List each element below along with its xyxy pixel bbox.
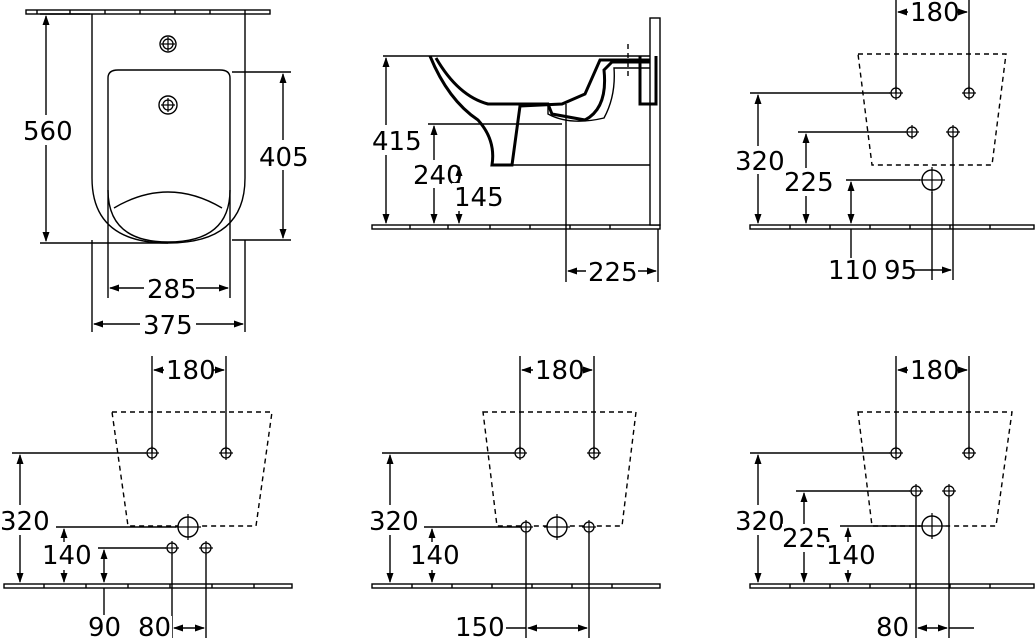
side-view: 415 240 145 225 [370, 17, 661, 288]
wall-2-dim-height-bolts: 320 [0, 452, 146, 583]
top-view: 560 405 285 375 [18, 9, 310, 341]
wall-4-dim-spacing-top-label: 180 [910, 356, 960, 386]
wall-2-dim-height-low: 140 [40, 526, 176, 583]
wall-2-dim-height-floor-label: 90 [88, 613, 121, 638]
wall-3-dim-height-bolts: 320 [368, 452, 514, 583]
wall-view-1: 180 320 225 110 95 [734, 0, 1035, 286]
side-dim-height-rim: 415 [370, 57, 422, 224]
side-dim-height-rim-label: 415 [372, 127, 422, 157]
wall-4-dim-height-mid-label: 225 [782, 524, 832, 554]
wall-2-drain [174, 513, 202, 541]
wall-4-dim-height-bolts-label: 320 [735, 507, 785, 537]
wall-3-supply-left [518, 519, 534, 535]
wall-1-dim-spacing-top: 180 [895, 0, 970, 93]
wall-4-dim-spacing-low-label: 80 [876, 613, 909, 638]
wall-1-dim-height-mid: 225 [782, 131, 906, 224]
wall-3-dim-spacing-low-label: 150 [455, 613, 505, 638]
wall-1-drain [918, 166, 946, 194]
wall-view-4-outline [857, 411, 1013, 527]
wall-1-dim-height-bolts-label: 320 [735, 147, 785, 177]
wall-view-1-outline [857, 53, 1007, 166]
wall-4-dim-height-mid: 225 [782, 490, 910, 583]
wall-view-2-outline [111, 411, 273, 527]
wall-1-dim-height-mid-label: 225 [784, 168, 834, 198]
wall-4-drain [918, 512, 946, 540]
wall-1-dim-spacing-top-label: 180 [910, 0, 960, 28]
wall-4-supply-left [908, 483, 924, 499]
side-dim-depth-label: 225 [588, 258, 638, 288]
wall-3-dim-spacing-top: 180 [519, 356, 595, 453]
wall-2-dim-spacing-top: 180 [151, 356, 227, 453]
wall-view-4: 180 320 225 140 80 [734, 356, 1035, 638]
wall-2-supply-right [198, 540, 214, 556]
wall-3-dim-spacing-top-label: 180 [535, 356, 585, 386]
wall-3-dim-height-low: 140 [408, 526, 520, 583]
side-dim-height-low: 145 [452, 166, 504, 224]
wall-1-dim-offset: 95 [884, 138, 954, 286]
top-dim-length-inner: 405 [232, 71, 310, 241]
top-dim-length-inner-label: 405 [259, 143, 309, 173]
side-dim-height-low-label: 145 [454, 183, 504, 213]
wall-4-dim-height-bolts: 320 [734, 452, 890, 583]
wall-3-dim-spacing-low: 150 [454, 533, 590, 638]
wall-1-supply-left [904, 124, 920, 140]
top-dim-length-outer: 560 [18, 13, 168, 244]
top-dim-width-inner-label: 285 [147, 275, 197, 305]
wall-2-dim-height-low-label: 140 [42, 541, 92, 571]
wall-4-dim-height-low-label: 140 [826, 541, 876, 571]
wall-1-dim-height-low-label: 110 [828, 256, 878, 286]
top-dim-width-outer: 375 [91, 240, 246, 341]
wall-3-dim-height-low-label: 140 [410, 541, 460, 571]
wall-1-dim-height-bolts: 320 [734, 92, 890, 224]
wall-4-dim-spacing-top: 180 [895, 356, 970, 453]
wall-2-dim-height-bolts-label: 320 [0, 507, 50, 537]
top-dim-length-outer-label: 560 [23, 117, 73, 147]
wall-4-supply-right [941, 483, 957, 499]
wall-view-3-outline [482, 411, 637, 527]
wall-3-supply-right [581, 519, 597, 535]
wall-3-drain [543, 513, 571, 541]
wall-3-dim-height-bolts-label: 320 [369, 507, 419, 537]
wall-2-dim-spacing-low: 80 [138, 554, 207, 638]
wall-view-2: 180 320 140 90 80 [0, 356, 293, 638]
wall-1-dim-height-low: 110 [828, 179, 920, 286]
wall-1-dim-offset-label: 95 [884, 256, 917, 286]
wall-4-dim-height-low: 140 [824, 525, 920, 583]
wall-1-supply-right [945, 124, 961, 140]
top-view-outline [25, 9, 271, 244]
side-view-outline [371, 17, 661, 230]
wall-2-dim-spacing-top-label: 180 [166, 356, 216, 386]
wall-2-dim-spacing-low-label: 80 [138, 613, 171, 638]
wall-2-dim-height-floor: 90 [88, 547, 166, 638]
wall-4-dim-spacing-low: 80 [876, 497, 974, 638]
top-dim-width-outer-label: 375 [143, 311, 193, 341]
wall-2-supply-left [164, 540, 180, 556]
top-dim-width-inner: 285 [107, 190, 231, 305]
side-dim-depth: 225 [565, 104, 659, 288]
wall-view-3: 180 320 140 150 [368, 356, 661, 638]
